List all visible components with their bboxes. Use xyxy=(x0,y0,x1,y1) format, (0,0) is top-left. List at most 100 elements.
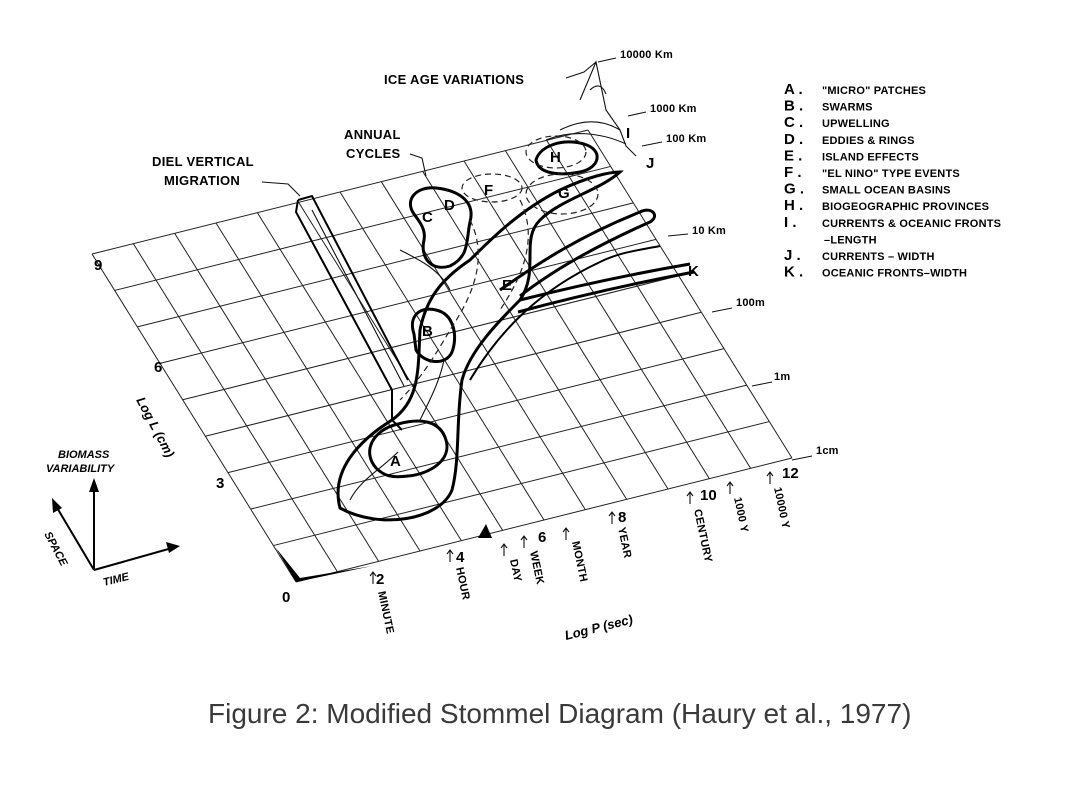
grid-line-l xyxy=(273,421,770,547)
x-tick-10: 10 xyxy=(700,487,717,504)
contour-mid xyxy=(469,245,661,381)
scale-10km: 10 Km xyxy=(692,225,726,237)
arrow-10000y xyxy=(766,471,774,484)
legend-text: ISLAND EFFECTS xyxy=(822,151,919,163)
x-label-10000y: 10000 Y xyxy=(771,486,792,530)
region-letters: A B C D E F G H I J K xyxy=(390,125,699,470)
legend-key: B . xyxy=(784,98,803,115)
grid-line-p xyxy=(339,191,545,521)
y-axis: 9 6 3 Log L (cm) xyxy=(94,257,224,492)
x-tick-8: 8 xyxy=(618,509,626,526)
region-i: I xyxy=(626,125,630,142)
ice-age-spike xyxy=(579,60,637,157)
arrow-week xyxy=(520,535,528,548)
arrow-minute xyxy=(369,571,377,584)
grid-line-l xyxy=(227,348,725,474)
legend-key: D . xyxy=(784,131,803,148)
grid-line-p xyxy=(132,243,338,572)
label-biomass-2: VARIABILITY xyxy=(46,463,116,475)
arrow-year xyxy=(608,511,616,524)
space-arrow xyxy=(55,505,95,571)
space-arrowhead xyxy=(52,498,62,513)
x-tick-12: 12 xyxy=(782,465,799,482)
dashed-f xyxy=(461,173,523,203)
legend-text: "EL NINO" TYPE EVENTS xyxy=(822,168,960,180)
legend-text: SMALL OCEAN BASINS xyxy=(822,185,951,197)
x-axis-label: Log P (sec) xyxy=(563,612,634,643)
grid-line-l xyxy=(91,129,589,255)
x-tick-4: 4 xyxy=(456,549,465,566)
grid-line-l xyxy=(137,202,634,328)
legend-key: C . xyxy=(784,114,803,131)
legend-key: K . xyxy=(784,264,803,281)
legend-text: CURRENTS – WIDTH xyxy=(822,251,935,263)
scale-1m: 1m xyxy=(774,371,790,383)
diel-leader xyxy=(261,181,301,197)
arrow-1cm xyxy=(791,455,813,461)
grid-line-p xyxy=(504,150,710,479)
y-tick-6: 6 xyxy=(154,359,162,376)
spike-contour-2 xyxy=(545,133,627,145)
grid-line-p xyxy=(256,212,462,541)
grid-line-l xyxy=(295,457,793,583)
legend-key: F . xyxy=(784,164,802,181)
label-diel-1: DIEL VERTICAL xyxy=(152,154,254,169)
region-j: J xyxy=(646,155,654,172)
diel-ridge-inner xyxy=(311,209,405,387)
grid-line-l xyxy=(114,165,611,291)
hour-wedge xyxy=(478,524,492,538)
x-tick-6: 6 xyxy=(538,529,546,546)
grid-line-p xyxy=(380,181,586,510)
x-label-century: CENTURY xyxy=(691,508,714,564)
region-h: H xyxy=(550,149,561,166)
arrow-century xyxy=(686,491,694,504)
label-biomass-1: BIOMASS xyxy=(58,449,110,461)
region-g: G xyxy=(558,185,570,202)
legend-text: SWARMS xyxy=(822,102,873,114)
legend-key: I . xyxy=(784,214,797,231)
legend-key: G . xyxy=(784,181,804,198)
x-label-minute: MINUTE xyxy=(375,590,396,635)
contour-k-upper xyxy=(519,262,691,302)
contour-b xyxy=(411,307,457,363)
wiggle-2 xyxy=(419,359,445,421)
x-label-month: MONTH xyxy=(569,540,589,583)
contour-k-lower xyxy=(517,270,695,314)
grid-line-p xyxy=(215,222,421,552)
diel-ridge-crest xyxy=(297,194,409,381)
time-arrow xyxy=(93,547,173,571)
label-space: SPACE xyxy=(41,530,69,569)
arrow-month xyxy=(562,527,570,540)
x-tick-2: 2 xyxy=(376,571,384,588)
contour-e-upper xyxy=(499,208,656,298)
arrow-1000y xyxy=(726,481,734,494)
legend-key: A . xyxy=(784,81,803,98)
biomass-arrowhead xyxy=(89,478,99,492)
legend-key: E . xyxy=(784,147,802,164)
x-label-week: WEEK xyxy=(527,550,546,586)
time-arrowhead xyxy=(166,542,180,553)
spike-contour-3 xyxy=(589,85,607,95)
region-a: A xyxy=(390,453,401,470)
dashed-path-2 xyxy=(499,199,529,311)
orientation-key: BIOMASS VARIABILITY SPACE TIME xyxy=(41,449,180,589)
y-tick-9: 9 xyxy=(94,257,102,274)
arrow-100km xyxy=(641,141,663,147)
x-label-year: YEAR xyxy=(615,526,633,559)
label-time: TIME xyxy=(102,571,131,589)
grid-line-p xyxy=(463,160,669,490)
label-diel-2: MIGRATION xyxy=(164,173,240,188)
grid-line-l xyxy=(250,384,747,510)
grid-line-l xyxy=(159,238,657,364)
figure-caption: Figure 2: Modified Stommel Diagram (Haur… xyxy=(208,698,912,729)
label-ice-age: ICE AGE VARIATIONS xyxy=(384,72,524,87)
grid-line-p xyxy=(91,253,297,583)
contour-a xyxy=(368,419,449,479)
dashed-g xyxy=(525,173,599,215)
region-d: D xyxy=(444,197,455,214)
contour-cd xyxy=(408,186,473,269)
spike-contour-1 xyxy=(559,121,621,131)
arrow-100m xyxy=(711,307,733,313)
x-axis: 0 2 4 6 8 10 12 MINUTE HOUR DAY WEEK MON… xyxy=(282,465,799,643)
